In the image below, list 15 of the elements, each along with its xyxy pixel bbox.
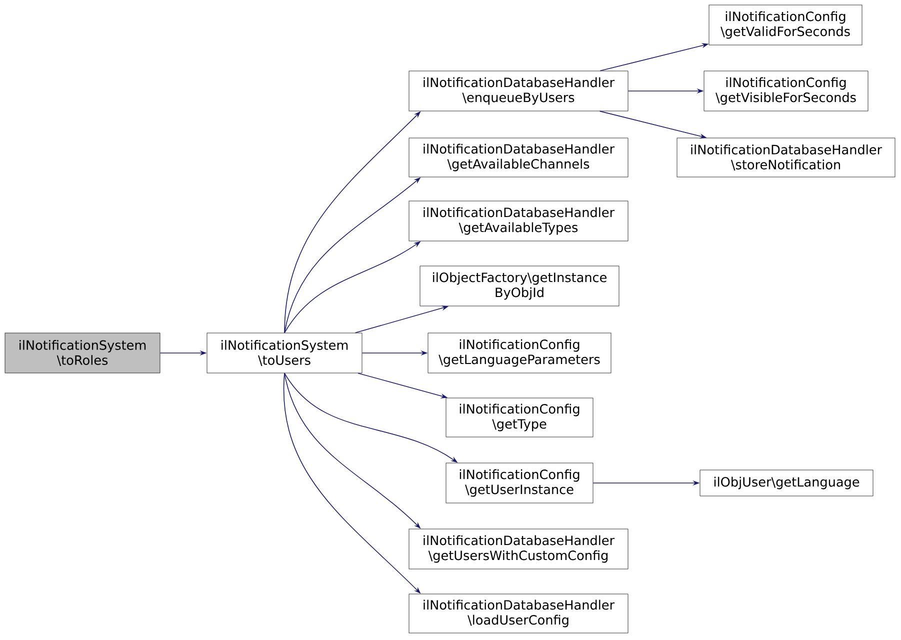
function-box: ilNotificationDatabaseHandler \getUsersWithCustomConfig	[408, 528, 628, 570]
function-box: ilNotificationConfig \getLanguageParameters	[428, 332, 612, 374]
function-box: ilNotificationConfig \getVisibleForSeconds	[704, 70, 868, 112]
function-box: ilObjectFactory\getInstance ByObjId	[420, 266, 620, 306]
function-box: ilNotificationDatabaseHandler \getAvailableTypes	[408, 200, 628, 242]
function-box: ilObjUser\getLanguage	[700, 470, 874, 496]
function-box: ilNotificationDatabaseHandler \loadUserConfig	[408, 594, 628, 634]
function-box: ilNotificationDatabaseHandler \enqueueByUsers	[408, 70, 628, 112]
function-box: ilNotificationSystem \toUsers	[206, 332, 362, 374]
function-box: ilNotificationDatabaseHandler \getAvailableChannels	[408, 138, 628, 178]
function-box: ilNotificationSystem \toRoles	[4, 332, 160, 374]
function-box: ilNotificationDatabaseHandler \storeNotification	[676, 138, 896, 178]
function-box: ilNotificationConfig \getUserInstance	[446, 462, 594, 504]
function-box: ilNotificationConfig \getValidForSeconds	[708, 4, 862, 46]
function-box: ilNotificationConfig \getType	[446, 398, 594, 438]
